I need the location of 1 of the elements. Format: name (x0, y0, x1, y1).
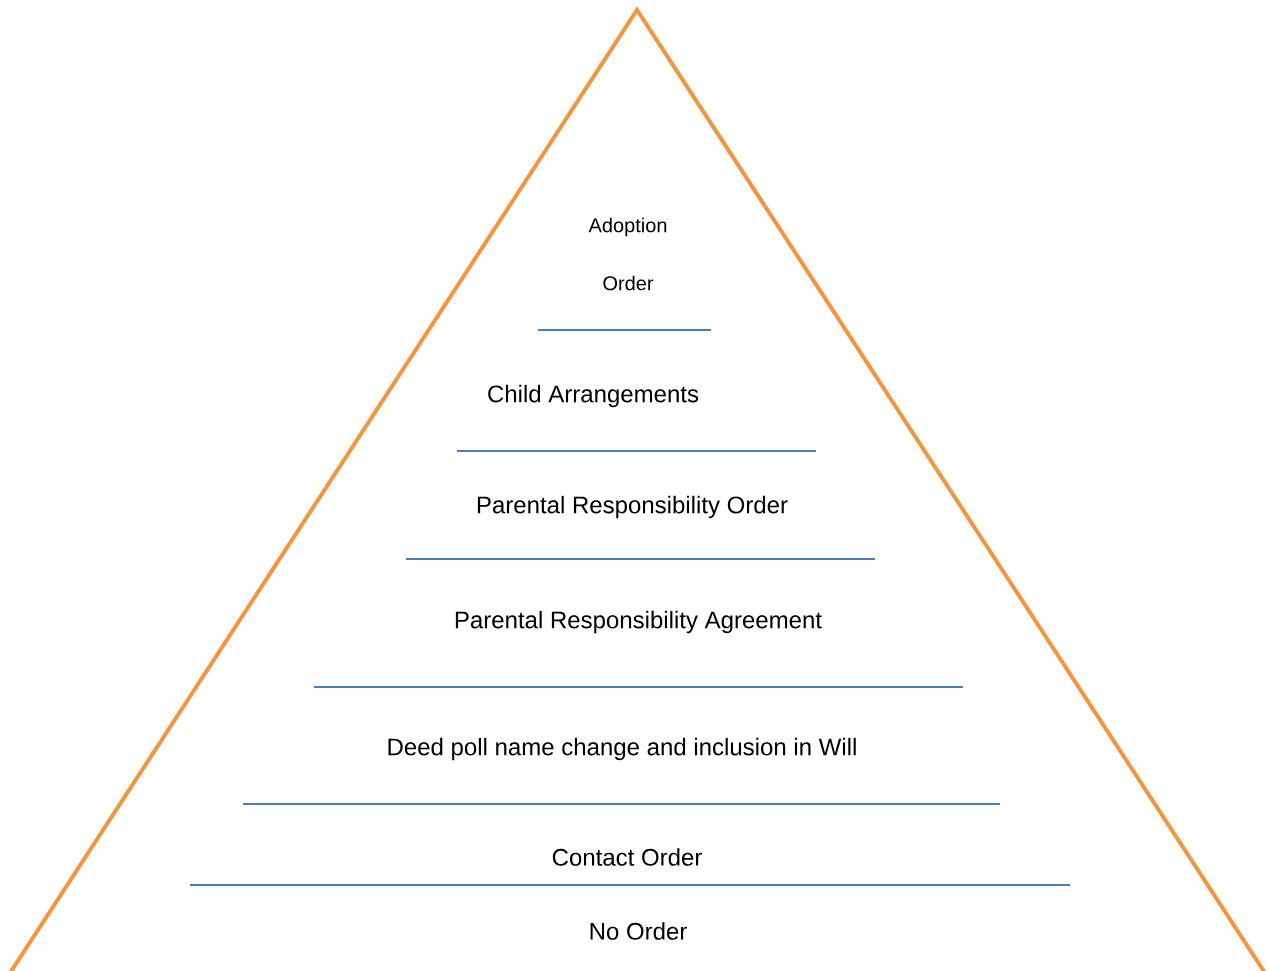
pyramid: Adoption Order Child Arrangements Parental Responsibility Order Parental Responsibility Agreement Deed poll name change and inclusion in Will Contact Order No Order (6, 6, 1269, 971)
